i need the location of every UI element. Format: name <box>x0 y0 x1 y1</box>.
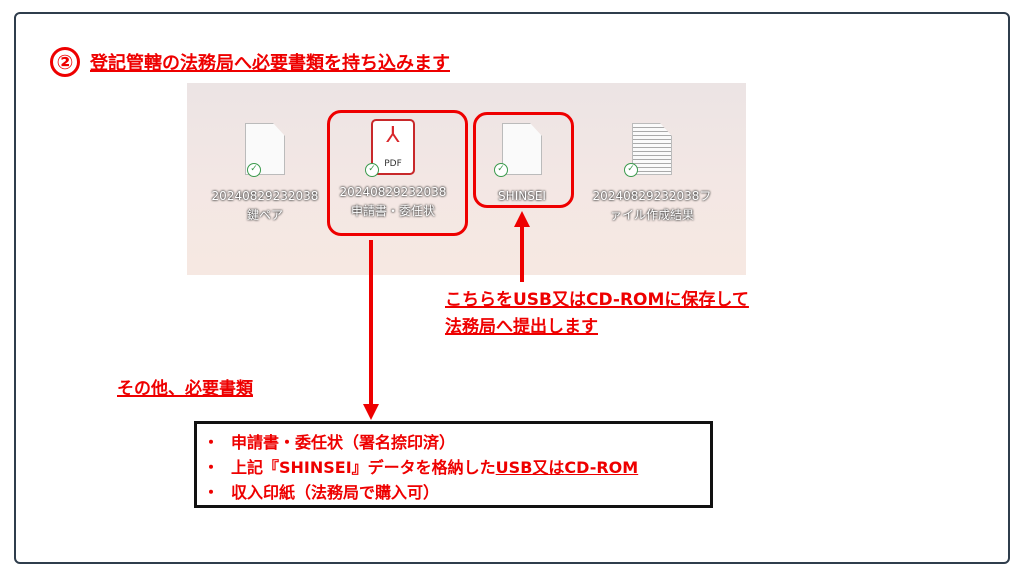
file-item-keypair[interactable]: ✓ 20240829232038 鍵ペア <box>200 123 330 225</box>
usb-note-line2: 法務局へ提出します <box>445 317 598 337</box>
list-item: ・上記『SHINSEI』データを格納したUSB又はCD-ROM <box>203 458 639 477</box>
file-explorer-screenshot: ✓ 20240829232038 鍵ペア ⅄PDF ✓ 2024082923203… <box>187 83 746 275</box>
usb-note: こちらをUSB又はCD-ROMに保存して 法務局へ提出します <box>445 287 749 341</box>
file-name: 20240829232038フ <box>592 189 712 203</box>
pdf-label: PDF <box>384 159 402 169</box>
text-file-icon <box>632 123 672 175</box>
arrow-down-line <box>369 240 373 406</box>
arrow-up-head <box>514 211 530 227</box>
sync-check-icon: ✓ <box>365 163 379 177</box>
file-name: SHINSEI <box>498 189 546 203</box>
other-docs-heading: その他、必要書類 <box>117 379 253 399</box>
file-item-application-pdf[interactable]: ⅄PDF ✓ 20240829232038 申請書・委任状 <box>328 119 458 221</box>
step-title: ② 登記管轄の法務局へ必要書類を持ち込みます <box>50 47 450 77</box>
file-item-result[interactable]: ✓ 20240829232038ファイル作成結果 <box>587 123 717 225</box>
file-name: 20240829232038 <box>211 189 319 203</box>
step-title-text: 登記管轄の法務局へ必要書類を持ち込みます <box>90 53 450 74</box>
file-name: 申請書・委任状 <box>350 204 435 218</box>
blank-file-icon <box>502 123 542 175</box>
file-name: 鍵ペア <box>246 208 283 222</box>
step-number: ② <box>50 47 80 77</box>
sync-check-icon: ✓ <box>624 163 638 177</box>
sync-check-icon: ✓ <box>247 163 261 177</box>
arrow-up-line <box>520 226 524 282</box>
highlight-shinsei <box>473 112 574 208</box>
file-item-shinsei[interactable]: ✓ SHINSEI <box>457 123 587 206</box>
pdf-file-icon: ⅄PDF <box>371 119 415 175</box>
highlight-pdf <box>327 110 468 236</box>
file-name: ァイル作成結果 <box>609 208 694 222</box>
usb-note-line1: こちらをUSB又はCD-ROMに保存して <box>445 290 749 310</box>
arrow-down-head <box>363 404 379 420</box>
sync-check-icon: ✓ <box>494 163 508 177</box>
required-docs-list: ・申請書・委任状（署名捺印済） ・上記『SHINSEI』データを格納したUSB又… <box>194 421 713 508</box>
file-name: 20240829232038 <box>339 185 447 199</box>
slide-frame <box>14 12 1010 564</box>
list-item: ・収入印紙（法務局で購入可） <box>203 483 440 502</box>
list-item: ・申請書・委任状（署名捺印済） <box>203 433 456 452</box>
